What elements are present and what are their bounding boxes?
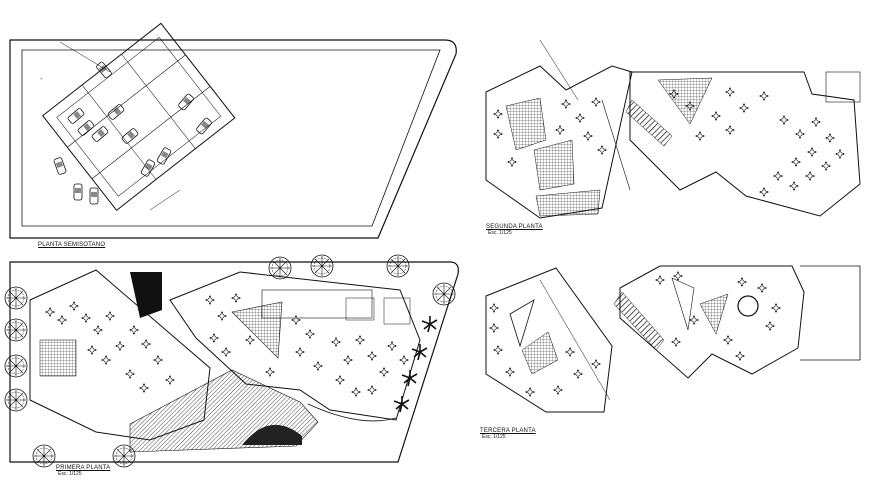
svg-text:+: + bbox=[40, 76, 43, 81]
plan-scale-tercera: Esc. 1/125 bbox=[482, 434, 506, 440]
plan-title-segunda: SEGUNDA PLANTA bbox=[486, 224, 543, 230]
plan-semisotano: + bbox=[9, 22, 457, 239]
plan-title-primera: PRIMERA PLANTA bbox=[56, 465, 111, 471]
plan-title-tercera: TERCERA PLANTA bbox=[480, 428, 536, 434]
plan-segunda bbox=[485, 39, 861, 219]
plan-scale-segunda: Esc. 1/125 bbox=[488, 230, 512, 236]
plan-title-semisotano: PLANTA SEMISOTANO bbox=[38, 242, 106, 248]
plan-scale-primera: Esc. 1/125 bbox=[58, 471, 82, 477]
plan-primera bbox=[4, 254, 459, 468]
plan-tercera bbox=[485, 265, 861, 413]
